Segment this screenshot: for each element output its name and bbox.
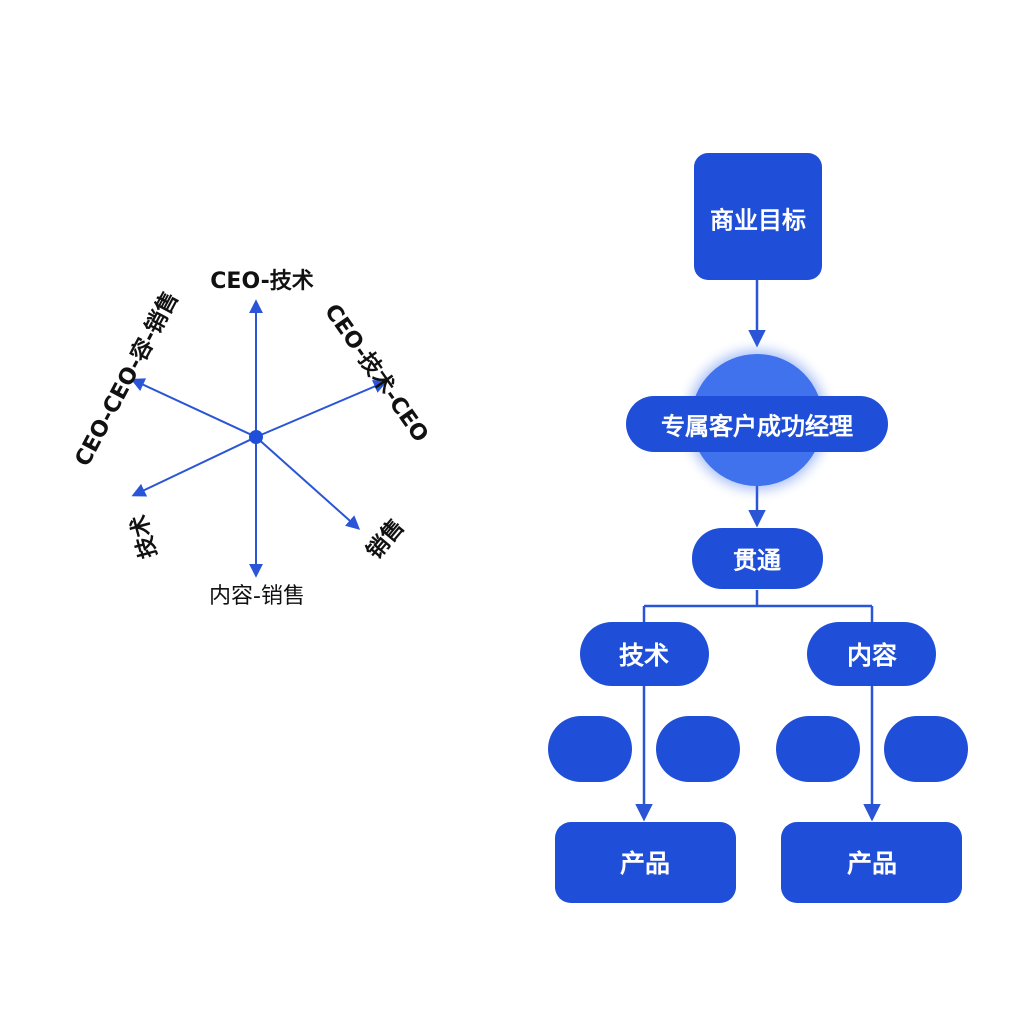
blank-oval-4 [884,716,968,782]
tech-label: 技术 [618,641,670,670]
flowchart [548,153,968,903]
product-box-right [781,822,962,903]
product-right-label: 产品 [846,849,898,878]
manager-pill [626,396,888,452]
radial-star [130,299,388,578]
goal-label: 商业目标 [710,206,806,235]
content-label: 内容 [846,641,898,670]
goal-box [694,153,822,280]
radial-spoke-upper-right [255,379,388,438]
product-box-left [555,822,736,903]
content-pill [807,622,936,686]
radial-spoke-lower-left [131,436,257,497]
manager-label: 专属客户成功经理 [661,412,853,441]
radial-label-top: CEO-技术 [210,269,314,294]
radial-center-node [249,430,263,444]
connect-label: 贯通 [733,546,781,575]
product-left-label: 产品 [619,849,671,878]
blank-oval-2 [656,716,740,782]
connect-pill [692,528,823,589]
radial-label-bottom: 内容-销售 [209,584,305,609]
radial-spoke-upper-left [130,378,257,438]
blank-oval-3 [776,716,860,782]
radial-spoke-lower-right [255,436,361,530]
blank-oval-1 [548,716,632,782]
tech-pill [580,622,709,686]
